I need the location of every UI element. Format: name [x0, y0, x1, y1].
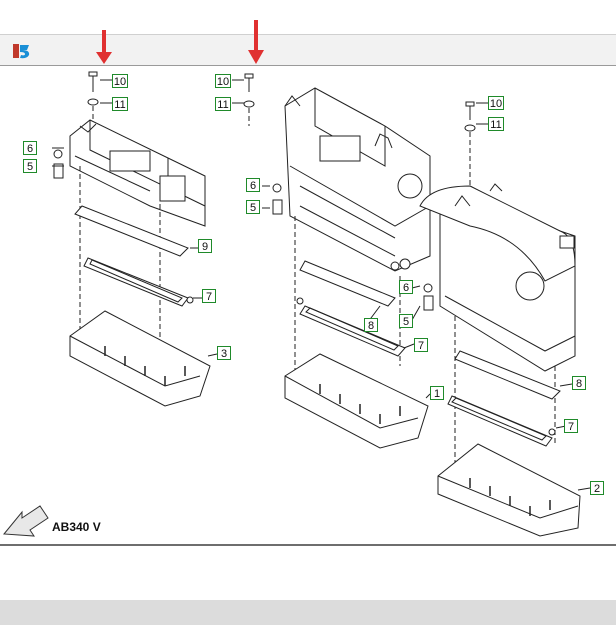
callout-label[interactable]: 6 [23, 141, 37, 155]
status-strip [0, 600, 616, 625]
callout-label[interactable]: 7 [202, 289, 216, 303]
callout-label[interactable]: 8 [364, 318, 378, 332]
diagram-drawing [2, 71, 591, 537]
red-annotation-arrow-icon [248, 20, 264, 64]
callout-label[interactable]: 10 [112, 74, 128, 88]
return-arrow-icon[interactable] [2, 505, 49, 537]
callout-label[interactable]: 11 [215, 97, 231, 111]
callout-label[interactable]: 5 [246, 200, 260, 214]
callout-label[interactable]: 11 [112, 97, 128, 111]
top-blank-area [0, 0, 616, 34]
callout-label[interactable]: 8 [572, 376, 586, 390]
callout-label[interactable]: 9 [198, 239, 212, 253]
callout-label[interactable]: 7 [414, 338, 428, 352]
model-label: AB340 V [52, 520, 101, 534]
callout-label[interactable]: 6 [399, 280, 413, 294]
parts-catalog-logo-icon[interactable] [12, 42, 34, 60]
callout-label[interactable]: 10 [488, 96, 504, 110]
callout-label[interactable]: 3 [217, 346, 231, 360]
callout-label[interactable]: 5 [399, 314, 413, 328]
viewer-toolbar [0, 34, 616, 66]
callout-label[interactable]: 5 [23, 159, 37, 173]
callout-label[interactable]: 2 [590, 481, 604, 495]
callout-label[interactable]: 11 [488, 117, 504, 131]
callout-label[interactable]: 1 [430, 386, 444, 400]
callout-label[interactable]: 7 [564, 419, 578, 433]
callout-label[interactable]: 6 [246, 178, 260, 192]
callout-label[interactable]: 10 [215, 74, 231, 88]
red-annotation-arrow-icon [96, 30, 112, 64]
exploded-parts-diagram: 10 11 6 5 9 7 3 10 11 6 5 8 7 1 6 5 10 1… [0, 20, 616, 546]
